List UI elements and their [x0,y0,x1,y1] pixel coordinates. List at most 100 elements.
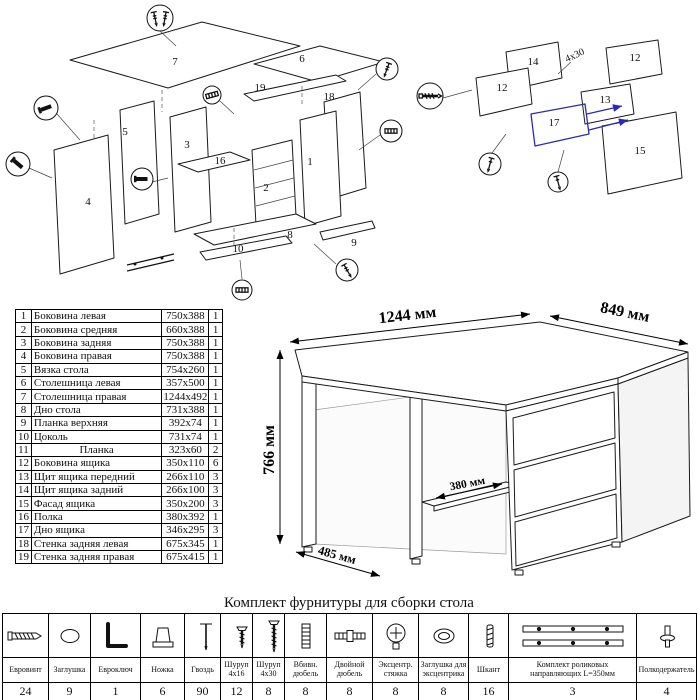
shkant-icon [468,613,509,658]
part-label-2: 2 [263,182,269,194]
part-label-3: 3 [184,139,190,151]
part-qty: 1 [208,429,223,444]
part-name: Боковина задняя [30,335,163,351]
hardware-qty: 4 [636,682,697,700]
part-name: Боковина ящика [30,456,163,471]
hardware-qty: 8 [418,682,469,700]
double-dowel-icon [326,613,373,658]
hardware-qty: 12 [220,682,253,700]
panel-strip-19 [243,74,347,102]
part-number: 12 [15,456,32,471]
hardware-name: Заглушка для эксцентрика [418,657,469,683]
panel-top-7 [69,21,301,89]
part-size: 323x60 [161,442,210,458]
part-name: Фасад ящика [30,496,163,511]
part-size: 754x260 [161,362,210,377]
part-name: Дно ящика [30,523,163,538]
panel-bottom-17 [530,103,590,147]
part-name: Щит ящика передний [30,469,163,485]
callout-bolt-left [5,151,31,177]
euro-screw-icon [2,613,49,658]
callout-euro-screw [416,82,444,110]
part-label-12a: 12 [630,52,641,64]
part-name: Боковина левая [30,308,163,324]
part-name: Планка [30,442,163,458]
part-number: 2 [15,322,32,337]
part-name: Столешница правая [30,389,163,404]
hardware-name: Полкодержатель [636,657,697,683]
part-qty: 1 [208,416,223,431]
foot [411,558,421,565]
hardware-qty: 9 [48,682,91,700]
part-number: 16 [15,509,32,525]
part-number: 10 [15,429,32,444]
part-size: 731x388 [161,402,210,418]
hardware-qty: 1 [90,682,141,700]
hardware-name: Двойной дюбель [326,657,373,683]
hardware-qty: 16 [468,682,509,700]
part-label-8: 8 [287,229,293,241]
part-name: Полка [30,509,163,525]
hardware-name: Вбивн. дюбель [284,657,327,683]
part-number: 1 [15,308,32,324]
callout-bolt-left-top [33,95,59,121]
part-size: 731x74 [161,429,210,444]
roller-guides-icon [508,613,637,658]
part-number: 8 [15,402,32,418]
leg-icon [140,613,185,658]
part-size: 350x200 [161,496,210,511]
panel-shelf-16 [177,151,251,173]
part-name: Щит ящика задний [30,483,163,498]
drawer-panels [475,39,683,195]
part-size: 380x392 [161,509,210,525]
callout-bolt-center [130,167,154,191]
part-number: 14 [15,483,32,498]
drive-dowel-icon [284,613,327,658]
part-size: 346x295 [161,523,210,538]
part-number: 13 [15,469,32,485]
hardware-qty: 8 [372,682,419,700]
part-number: 17 [15,523,32,538]
part-label-5: 5 [122,126,128,138]
hardware-name: Евровинт [2,657,49,683]
hardware-name: Шуруп 4x16 [220,657,253,683]
right-side-panel [617,357,691,543]
part-label-19: 19 [255,82,267,94]
part-qty: 1 [208,335,223,351]
hardware-name: Заглушка [48,657,91,683]
hardware-name: Шкант [468,657,509,683]
part-size: 266x110 [161,469,210,485]
hardware-name: Евроключ [90,657,141,683]
part-qty: 1 [208,389,223,404]
part-label-17: 17 [549,117,561,129]
foot [611,541,621,548]
hardware-qty: 24 [2,682,49,700]
callout-dowel-bottom [231,279,253,301]
part-number: 15 [15,496,32,511]
part-number: 5 [15,362,32,377]
hardware-table-row [2,613,697,658]
part-label-13: 13 [600,94,612,106]
hardware-qty: 90 [184,682,221,700]
panel-front-13 [580,83,635,125]
part-label-16: 16 [215,155,227,167]
panel-side-4 [53,134,115,275]
dim-height: 766 мм [261,425,278,475]
part-qty: 2 [208,442,223,458]
part-label-15: 15 [635,145,647,157]
callout-screw-b [547,171,569,193]
dim-right-depth: 849 мм [599,299,651,326]
cam-lock-icon [372,613,419,658]
panel-5 [119,100,160,225]
